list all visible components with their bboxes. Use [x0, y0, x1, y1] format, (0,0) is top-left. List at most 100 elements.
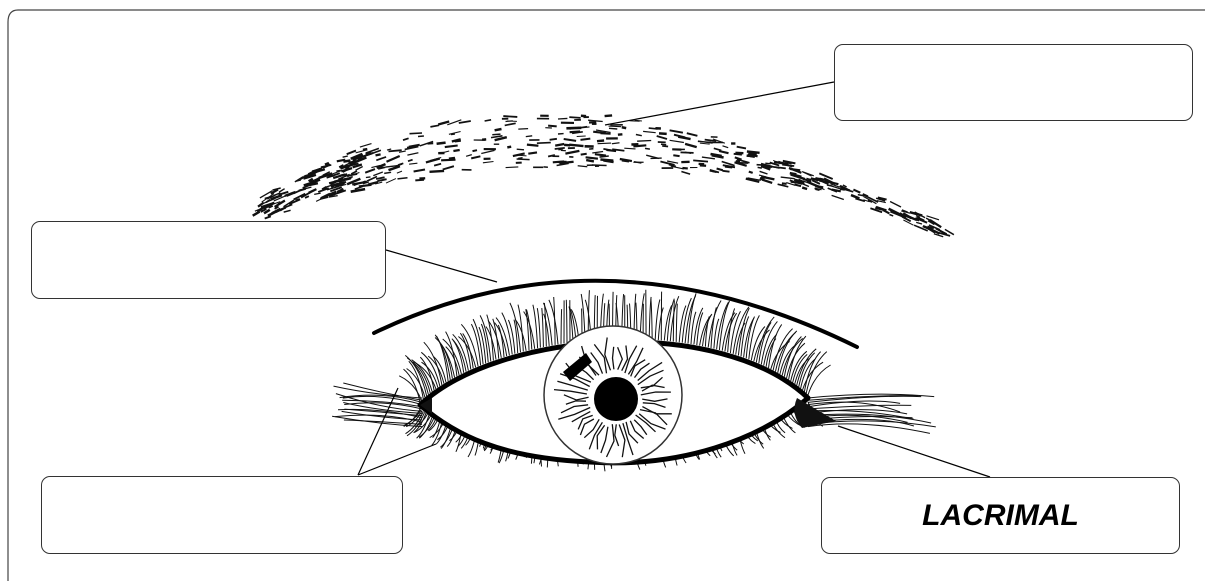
- upper-lash: [428, 356, 444, 384]
- eyebrow-hair: [661, 144, 666, 145]
- eyebrow-hair: [321, 165, 331, 167]
- eyebrow-hair: [781, 177, 795, 179]
- eyebrow-hair: [481, 150, 494, 153]
- eyebrow-hair: [622, 127, 626, 128]
- eyebrow-hair: [453, 150, 459, 151]
- eyebrow-hair: [760, 171, 768, 174]
- eyebrow-hair: [851, 195, 859, 198]
- eyebrow-hair: [409, 163, 417, 164]
- eyebrow-hair: [415, 180, 424, 181]
- eyebrow-hair: [387, 156, 400, 162]
- eyebrow-hair: [762, 180, 772, 183]
- eyebrow-hair: [466, 155, 472, 157]
- eyebrow-hair: [373, 172, 383, 176]
- eyebrow-hair: [343, 178, 351, 180]
- eyelashes-label-box[interactable]: [41, 476, 403, 554]
- eyebrow-hair: [693, 160, 708, 161]
- eyebrow-hair: [586, 160, 594, 161]
- eyebrow-hair: [670, 140, 684, 142]
- upper-lash: [549, 300, 558, 345]
- eyebrow-hair: [495, 129, 502, 130]
- eyebrow-hair: [443, 166, 454, 169]
- eyebrow-hair: [507, 147, 511, 148]
- eyebrow-hair: [366, 177, 371, 178]
- lacrimal-label-box[interactable]: LACRIMAL: [821, 477, 1180, 554]
- eyebrow-hair: [527, 145, 539, 146]
- eyelid-label-box[interactable]: [31, 221, 386, 299]
- eyebrow-hair: [434, 164, 441, 166]
- eyebrow-hair: [717, 169, 723, 171]
- upper-lash: [537, 308, 540, 348]
- eyebrow-hair: [438, 122, 449, 125]
- eyebrow-hair: [749, 154, 757, 155]
- eyebrow-hair: [586, 157, 598, 158]
- eyebrow-hair: [734, 154, 742, 155]
- eyebrow-hair: [601, 133, 611, 134]
- eyebrow-hair: [555, 148, 565, 149]
- eyebrow-hair: [883, 210, 889, 213]
- eyebrow-hair: [928, 220, 934, 224]
- eyebrow-hair: [449, 158, 455, 159]
- eyebrow-hair: [430, 171, 445, 172]
- eyebrow-hair: [437, 143, 446, 144]
- eyebrow-hair: [592, 165, 607, 166]
- eyebrow-hair: [365, 169, 375, 173]
- upper-lash: [778, 331, 797, 373]
- eyebrow-hair: [528, 152, 537, 153]
- leader-line-eyebrow: [605, 82, 834, 125]
- eyebrow-hair: [747, 152, 760, 153]
- eyebrow-hair: [624, 148, 635, 149]
- eyebrow-hair: [559, 162, 573, 164]
- eyebrow-hair: [581, 139, 591, 140]
- eyebrow-hair: [915, 219, 919, 220]
- eyebrow-hair: [674, 135, 685, 138]
- eyebrow-hair: [772, 167, 786, 169]
- eyebrow-hair: [612, 143, 620, 144]
- eyebrow-hair: [347, 151, 356, 155]
- eyebrow-hair: [565, 151, 579, 154]
- eyebrow-hair: [659, 133, 667, 134]
- eyebrow-hair: [284, 210, 291, 212]
- eyebrow-hair: [598, 143, 612, 144]
- eyebrow-hair: [910, 212, 922, 215]
- eyebrow-hair: [517, 159, 530, 160]
- eyebrow-hair: [265, 216, 271, 218]
- eyebrow-hair: [441, 160, 455, 161]
- eyebrow-hair: [351, 189, 365, 192]
- eyebrow-hair: [747, 156, 754, 157]
- eyebrow-hair: [815, 189, 822, 190]
- upper-lash: [561, 309, 562, 344]
- eyebrow-hair: [700, 143, 710, 144]
- eyebrow-hair: [459, 121, 471, 123]
- eyebrow-label-box[interactable]: [834, 44, 1193, 121]
- eyebrow-hair: [605, 115, 613, 116]
- eyebrow-hair: [471, 156, 480, 158]
- eyebrow-hair: [702, 157, 715, 159]
- eyebrow-hair: [570, 132, 581, 133]
- eyebrow-hair: [633, 145, 646, 146]
- leader-line-lacrimal: [838, 426, 990, 477]
- eyebrow-hair: [581, 154, 587, 155]
- eyebrow-hair: [366, 153, 372, 154]
- eyebrow-hair: [577, 136, 586, 137]
- eyebrow-hair: [485, 120, 492, 121]
- eyebrow-hair: [445, 146, 458, 148]
- eyebrow-hair: [609, 128, 617, 129]
- eyebrow-hair: [758, 167, 762, 168]
- eyebrow-hair: [840, 189, 845, 190]
- eyebrow-hair: [597, 141, 604, 142]
- eyebrow-hair: [328, 175, 334, 176]
- eyebrow-hair: [595, 154, 606, 155]
- eyebrow-hair: [398, 178, 408, 179]
- eyebrow-hair: [685, 144, 697, 147]
- eyebrow-hair: [343, 156, 348, 157]
- eyebrow-hair: [889, 215, 893, 216]
- eyebrow-hair: [407, 153, 418, 155]
- eyebrow-hair: [827, 185, 833, 186]
- eyebrow-hair: [555, 144, 564, 146]
- eyebrow-hair: [657, 136, 667, 139]
- eyebrow-hair: [550, 139, 557, 140]
- eyebrow-hair: [916, 222, 922, 224]
- eyebrow-hair: [403, 138, 409, 140]
- eyebrow-hair: [723, 146, 729, 148]
